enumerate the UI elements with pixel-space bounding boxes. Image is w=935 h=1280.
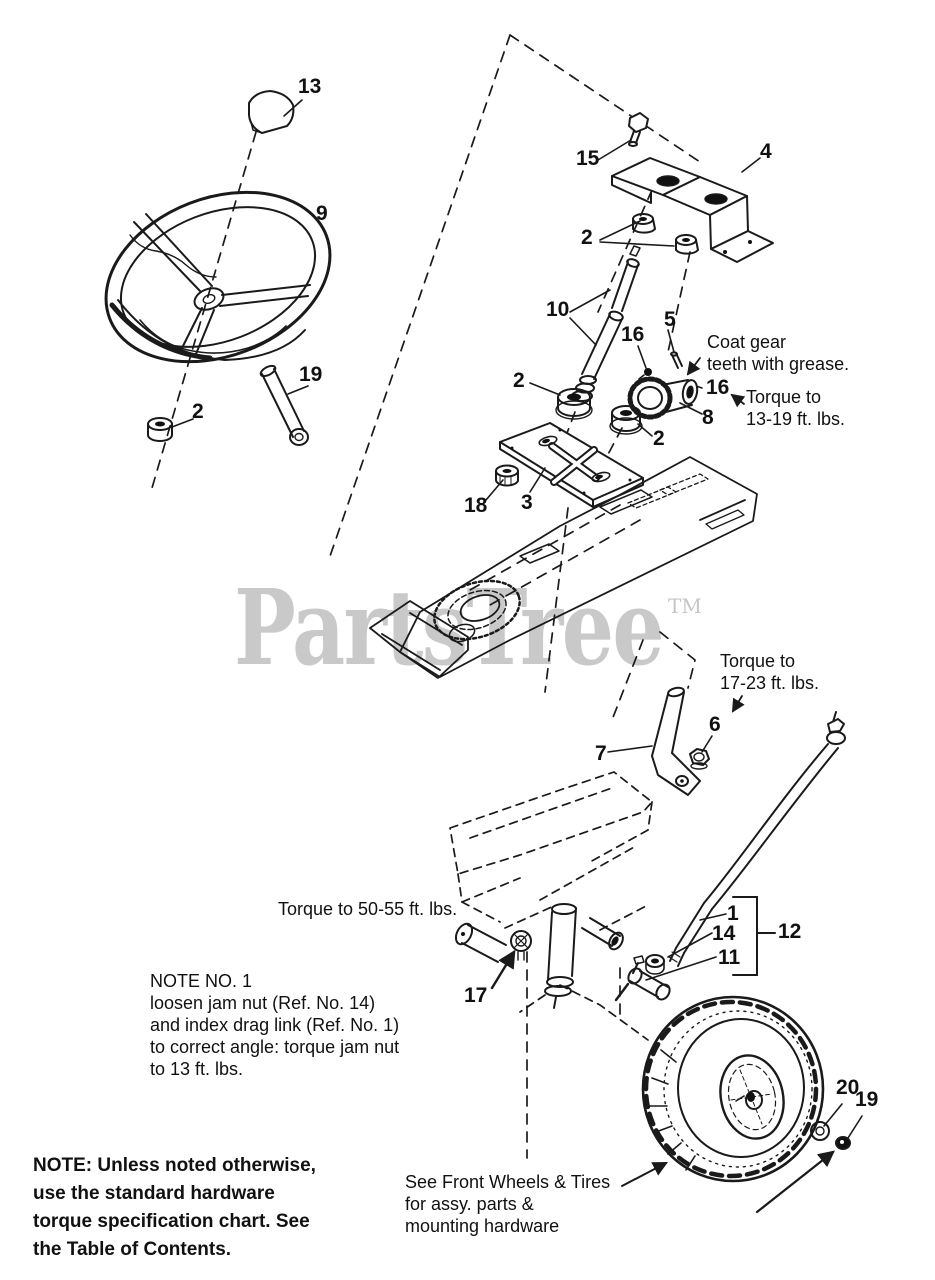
note-no-1: NOTE NO. 1 loosen jam nut (Ref. No. 14) … bbox=[150, 970, 399, 1080]
steering-arm bbox=[607, 686, 701, 796]
callout-10: 10 bbox=[546, 298, 570, 321]
callout-11: 11 bbox=[718, 946, 741, 969]
callout-16-right: 16 bbox=[706, 376, 730, 399]
axle-spindle-parts bbox=[454, 903, 624, 1009]
callout-7: 7 bbox=[595, 742, 607, 765]
note-no-1-line5: to 13 ft. lbs. bbox=[150, 1059, 244, 1079]
steering-wheel bbox=[104, 190, 332, 364]
note-torque-13-19-line1: Torque to bbox=[746, 387, 822, 407]
watermark-text: PartsTree bbox=[234, 566, 665, 689]
callout-20: 20 bbox=[836, 1076, 860, 1099]
note-see-front-wheels-line1: See Front Wheels & Tires bbox=[405, 1172, 611, 1192]
callout-2-bushing-right: 2 bbox=[653, 427, 665, 450]
note-torque-13-19: Torque to 13-19 ft. lbs. bbox=[746, 386, 845, 430]
note-see-front-wheels-line3: mounting hardware bbox=[405, 1216, 560, 1236]
callout-14: 14 bbox=[712, 922, 736, 945]
support-bracket bbox=[611, 157, 774, 263]
note-torque-17-23-line2: 17-23 ft. lbs. bbox=[720, 673, 820, 693]
bushing-pair bbox=[599, 213, 699, 255]
note-no-1-line1: NOTE NO. 1 bbox=[150, 971, 253, 991]
callout-18: 18 bbox=[464, 494, 488, 517]
callout-6: 6 bbox=[709, 713, 721, 736]
note-no-1-line3: and index drag link (Ref. No. 1) bbox=[150, 1015, 400, 1035]
callout-9: 9 bbox=[316, 202, 328, 225]
chassis-frame bbox=[369, 456, 758, 679]
note-hardware-line2: use the standard hardware bbox=[33, 1183, 275, 1204]
callout-13: 13 bbox=[298, 75, 322, 98]
roll-pin-tube bbox=[259, 364, 309, 446]
ball-joint-11 bbox=[614, 955, 717, 1002]
note-hardware: NOTE: Unless noted otherwise, use the st… bbox=[33, 1152, 316, 1264]
callout-5: 5 bbox=[664, 308, 676, 331]
callout-1: 1 bbox=[727, 902, 739, 925]
callout-3: 3 bbox=[521, 491, 533, 514]
bushing-left bbox=[147, 417, 194, 442]
note-hardware-line1: NOTE: Unless noted otherwise, bbox=[33, 1155, 316, 1176]
note-hardware-line3: torque specification chart. See bbox=[33, 1211, 310, 1232]
drag-link bbox=[668, 711, 846, 967]
front-wheel bbox=[641, 995, 825, 1183]
front-axle-frame bbox=[449, 771, 653, 1041]
nut-6 bbox=[689, 735, 713, 770]
callout-19-tube: 19 bbox=[299, 363, 323, 386]
note-see-front-wheels: See Front Wheels & Tires for assy. parts… bbox=[405, 1171, 610, 1237]
callout-8: 8 bbox=[702, 406, 714, 429]
washer-20 bbox=[810, 1103, 843, 1141]
group-bracket-12 bbox=[732, 896, 776, 976]
note-coat-gear-line2: teeth with grease. bbox=[707, 354, 850, 374]
steering-cap bbox=[248, 90, 303, 134]
callout-12: 12 bbox=[778, 920, 802, 943]
note-torque-17-23: Torque to 17-23 ft. lbs. bbox=[720, 650, 819, 694]
mounting-plate bbox=[499, 422, 644, 508]
callout-2-pair: 2 bbox=[581, 226, 593, 249]
washer-5 bbox=[667, 329, 683, 369]
note-hardware-line4: the Table of Contents. bbox=[33, 1239, 232, 1260]
note-no-1-line4: to correct angle: torque jam nut bbox=[150, 1037, 400, 1057]
flange-bushing-left bbox=[529, 382, 593, 420]
callout-19-washer: 19 bbox=[855, 1088, 879, 1111]
bolt-15 bbox=[597, 112, 649, 161]
set-bolt-16-left bbox=[637, 345, 652, 380]
note-torque-17-23-line1: Torque to bbox=[720, 651, 796, 671]
note-coat-gear-line1: Coat gear bbox=[707, 332, 787, 352]
callout-15: 15 bbox=[576, 147, 600, 170]
steering-gear bbox=[627, 357, 746, 420]
callout-2-bushing-left: 2 bbox=[513, 369, 525, 392]
flange-bushing-right bbox=[609, 405, 653, 437]
callout-16-left: 16 bbox=[621, 323, 645, 346]
bolt-17 bbox=[490, 930, 532, 990]
annotation-arrows bbox=[621, 695, 745, 1187]
note-see-front-wheels-line2: for assy. parts & bbox=[405, 1194, 534, 1214]
nut-19-small bbox=[755, 1115, 863, 1214]
note-torque-50-55: Torque to 50-55 ft. lbs. bbox=[278, 899, 458, 919]
jam-nut-14 bbox=[645, 932, 713, 975]
callout-17: 17 bbox=[464, 984, 488, 1007]
note-no-1-line2: loosen jam nut (Ref. No. 14) bbox=[150, 993, 376, 1013]
note-coat-gear: Coat gear teeth with grease. bbox=[707, 331, 849, 375]
callout-2-wheel: 2 bbox=[192, 400, 204, 423]
watermark-tm: TM bbox=[668, 594, 702, 618]
note-torque-13-19-line2: 13-19 ft. lbs. bbox=[746, 409, 846, 429]
nut-18 bbox=[485, 464, 519, 501]
callout-4: 4 bbox=[760, 140, 772, 163]
